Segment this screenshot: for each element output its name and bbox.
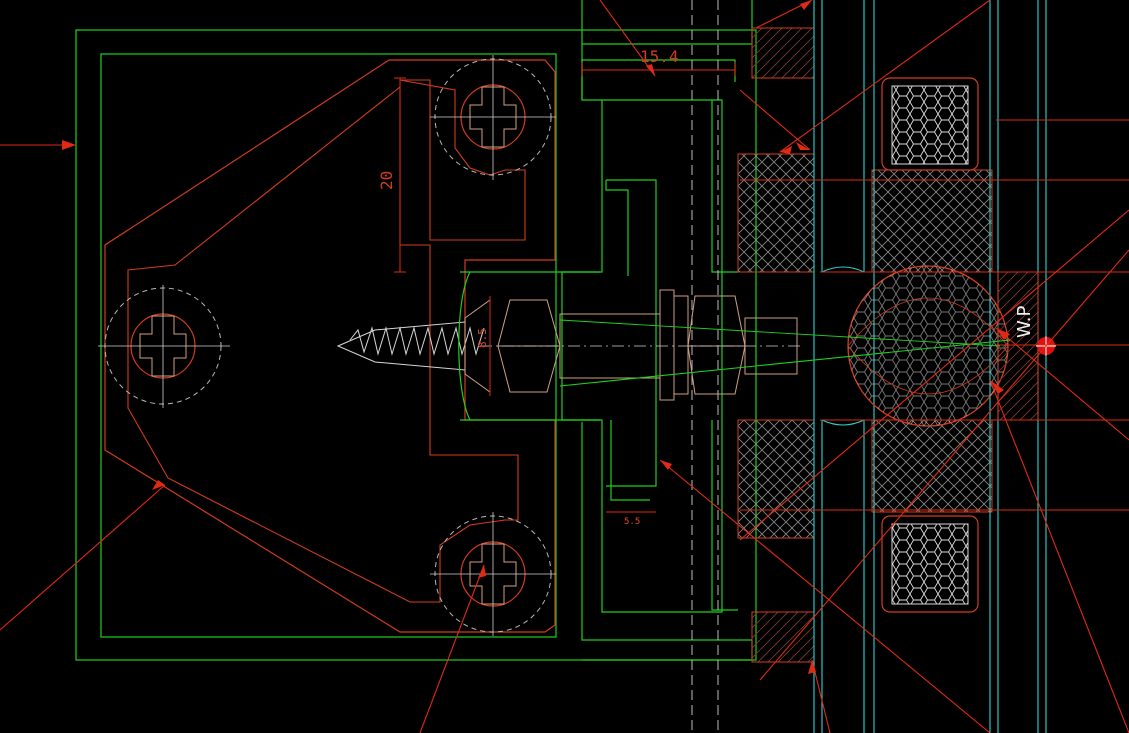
screw-hole-left — [98, 285, 230, 408]
aluminum-profile — [458, 0, 753, 661]
dim-bolt-dia: 8.5 — [476, 328, 489, 348]
dim-top-width: 15.4 — [640, 47, 679, 66]
wood-screw — [336, 299, 491, 393]
arrow-heads — [62, 0, 1010, 674]
dim-left-height: 20 — [377, 171, 396, 190]
bolt-assembly — [497, 289, 798, 401]
dim-small-gap: 5.5 — [624, 517, 640, 527]
rod-line-2 — [559, 319, 1001, 347]
spacer-bottom — [881, 515, 979, 613]
screw-hole-top — [430, 55, 556, 180]
screw-hole-bottom — [430, 512, 556, 636]
spacer-top — [881, 77, 979, 171]
hatched-blocks — [737, 27, 993, 663]
centerlines — [691, 0, 719, 733]
mounting-plate — [75, 29, 757, 661]
rod-line — [559, 339, 1011, 387]
waterproof-label: W.P — [1014, 306, 1035, 338]
dim-lines — [394, 62, 736, 513]
